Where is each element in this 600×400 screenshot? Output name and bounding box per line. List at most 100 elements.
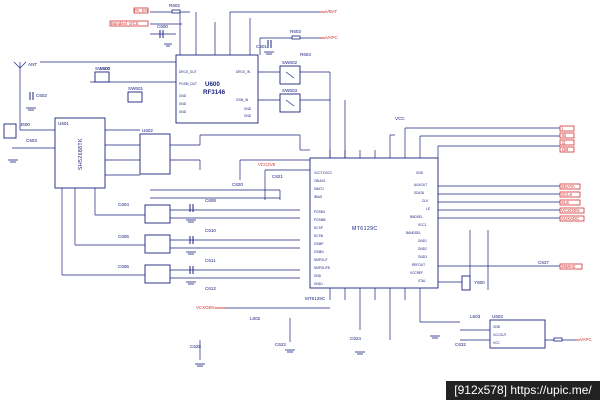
chip-u602: U602 <box>139 128 300 175</box>
mt-pin-l10: SMPOUT <box>314 258 328 262</box>
label-c637: C637 <box>538 260 549 265</box>
u602-ref: U602 <box>142 128 153 133</box>
u600-pin-l4: GND <box>179 110 187 114</box>
u600-pin-r1: GSM_IN <box>236 98 249 102</box>
resistor-r602 <box>171 9 181 14</box>
label-r603: R603 <box>290 29 301 34</box>
label-ant: ANT <box>28 62 37 67</box>
gnd-icon <box>8 159 18 163</box>
label-l603: L603 <box>470 314 481 319</box>
label-c606: C606 <box>118 264 129 269</box>
label-c605: C605 <box>118 234 129 239</box>
mt-pin-r13: XTAL <box>418 279 426 283</box>
mt-pin-r7: BANDSEL <box>406 231 421 235</box>
top-passives: R602 R603 C600 C601 R604 <box>157 3 311 57</box>
u600-pin-l1: PGSM_OUT <box>179 82 197 86</box>
label-sw601: SW601 <box>128 86 144 91</box>
label-c624: C624 <box>350 336 361 341</box>
label-sw603: SW603 <box>282 88 298 93</box>
net-sclk: SCLK <box>561 192 573 197</box>
gnd-icon <box>186 281 196 285</box>
net-bandsel: Bandsel_DCS <box>111 21 139 26</box>
u600-part: RF3146 <box>203 89 226 96</box>
label-r602: R602 <box>169 3 180 8</box>
u600-ref: U600 <box>205 81 220 88</box>
lna-blocks: C604 C605 C606 C608 C610 C611 C612 <box>61 188 300 291</box>
balun-3 <box>144 264 171 284</box>
net-vapc2: VAPC <box>580 337 592 342</box>
mt-pin-l6: DCSP <box>314 226 323 230</box>
gnd-icon <box>430 335 440 339</box>
u600-pin-r3: GND <box>244 114 252 118</box>
net-vapc: VAPC <box>326 35 338 40</box>
mt6129-name: MT6129C <box>352 226 378 232</box>
label-l600: L600 <box>100 66 111 71</box>
watermark-banner: [912x578] https://upic.me/ <box>446 381 600 400</box>
gnd-icon <box>355 351 365 355</box>
mt-pin-r11: REFOUT <box>412 263 425 267</box>
chip-mt6129: MT6129C MT6129C VCCTXVCO CBIAS1 VBAT1 IB… <box>305 150 439 301</box>
mt-pin-l11: SMPOUTB <box>314 266 330 270</box>
net-sle: SLE <box>561 200 569 205</box>
mt-pin-r0: GND <box>416 171 424 175</box>
u601-body <box>54 117 106 189</box>
power-net-labels: VCC2V8 <box>258 162 276 167</box>
mt-pin-l5: PGSMB <box>314 218 326 222</box>
label-c612: C612 <box>205 286 216 291</box>
label-c622: C622 <box>275 342 286 347</box>
net-i: I <box>562 126 563 131</box>
mt-pin-r9: GND2 <box>418 247 427 251</box>
mt-pin-r2: SDATA <box>414 191 425 195</box>
switch-sw600 <box>94 71 110 83</box>
mt-pin-r12: VCCREF <box>410 271 423 275</box>
u603-pin0: GND <box>493 325 501 329</box>
right-net-labels: I IB Q QB SDATA SCLK SLE VCXOEN AUXADC 2… <box>559 125 585 270</box>
label-y600: Y600 <box>474 280 485 285</box>
mt-pin-l8: GSMP <box>314 242 323 246</box>
antenna-section: ANT J600 C602 C603 <box>3 61 47 143</box>
mt-pin-r3: CLK <box>422 199 429 203</box>
net-26mhz: 26MHZ <box>561 264 576 269</box>
net-vcc2v8: VCC2V8 <box>258 162 276 167</box>
net-auxadc: AUXADC <box>561 216 579 221</box>
u600-pin-l0: DRCS_OUT <box>179 70 197 74</box>
net-pa-en: PA_EN <box>134 8 148 13</box>
resistor-r603 <box>291 35 301 40</box>
label-c601: C601 <box>256 44 267 49</box>
mt-pin-l12: GND <box>314 274 322 278</box>
label-sw602: SW602 <box>282 60 298 65</box>
mt-pin-l2: VBAT1 <box>314 187 324 191</box>
mt-pin-r8: GND1 <box>418 239 427 243</box>
label-c600: C600 <box>157 24 168 29</box>
mt-pin-l0: VCCTXVCO <box>314 171 332 175</box>
net-qb: QB <box>562 147 568 152</box>
mt-pin-r10: GND3 <box>418 255 427 259</box>
u600-pin-r0: DRCS_IN <box>236 70 251 74</box>
gnd-icon <box>164 43 172 47</box>
label-c610: C610 <box>205 228 216 233</box>
label-c611: C611 <box>205 258 216 263</box>
gnd-icon <box>26 107 36 111</box>
mid-wiring: C620 C621 <box>232 135 310 200</box>
u600-pin-l3: GND <box>179 102 187 106</box>
crystal-y600 <box>461 275 471 291</box>
net-vcxoen: VCXOEN <box>561 208 580 213</box>
u600-pin-l2: GND <box>179 94 187 98</box>
net-vbat: VBAT <box>326 9 337 14</box>
label-c604: C604 <box>118 202 129 207</box>
mt-pin-l13: GND1 <box>314 282 323 286</box>
label-c603: C603 <box>26 138 37 143</box>
gnd-icon <box>195 363 205 367</box>
label-l602: L602 <box>250 316 261 321</box>
net-ib: IB <box>562 133 566 138</box>
bottom-wiring: VCXOEN C622 C624 C628 C632 C637 L602 L60… <box>100 66 549 360</box>
label-c632: C632 <box>455 342 466 347</box>
u603-pin2: VCC <box>493 341 500 345</box>
u603-pin1: VCCOUT <box>493 333 507 337</box>
label-c620: C620 <box>232 182 243 187</box>
label-c608: C608 <box>205 198 216 203</box>
right-wiring <box>389 127 560 290</box>
mt6129-body <box>309 157 439 289</box>
label-j600: J600 <box>20 122 30 127</box>
